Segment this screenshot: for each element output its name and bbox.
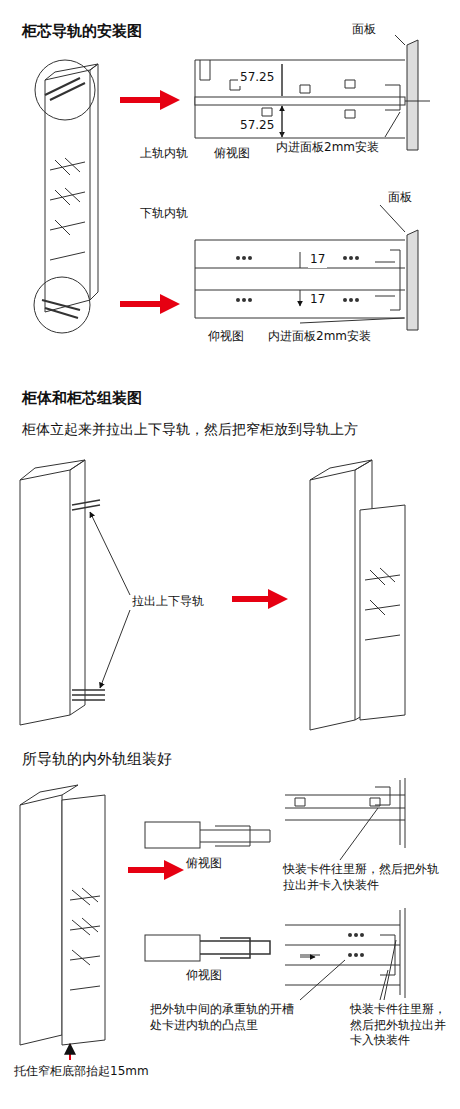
view-label: 俯视图 [186,856,222,872]
lower-rail [195,205,418,330]
cabinet-core [34,60,98,333]
view-label: 仰视图 [208,329,244,345]
note: 快装卡件往里掰，然后把外轨拉出并卡入快装件 [283,862,448,893]
note: 把外轨中间的承重轨的开槽处卡进内轨的凸点里 [150,1002,305,1033]
note: 托住窄柜底部抬起15mm [14,1064,149,1080]
cabinet-body [20,460,130,725]
dimension: 57.25 [238,70,276,86]
cabinet-assembled [310,460,405,730]
part-label: 下轨内轨 [140,206,188,222]
upper-rail [195,35,430,150]
view-label: 俯视图 [214,146,250,162]
page-title: 柜芯导轨的安装图 [22,22,142,41]
note: 内进面板2mm安装 [276,140,379,156]
note: 快装卡件往里掰，然后把外轨拉出并卡入快装件 [350,1002,452,1049]
note: 内进面板2mm安装 [268,329,371,345]
panel-label: 面板 [388,190,412,206]
instruction: 所导轨的内外轨组装好 [22,750,172,770]
instruction: 柜体立起来并拉出上下导轨，然后把窄柜放到导轨上方 [22,420,454,438]
view-label: 仰视图 [186,968,222,984]
dimension: 17 [308,252,327,268]
panel-label: 面板 [352,22,376,38]
callout: 拉出上下导轨 [132,594,204,610]
cabinet-lifted [20,785,105,1060]
dimension: 17 [308,292,327,308]
part-label: 上轨内轨 [140,146,188,162]
section-heading: 柜体和柜芯组装图 [22,389,142,409]
dimension: 57.25 [238,118,276,134]
